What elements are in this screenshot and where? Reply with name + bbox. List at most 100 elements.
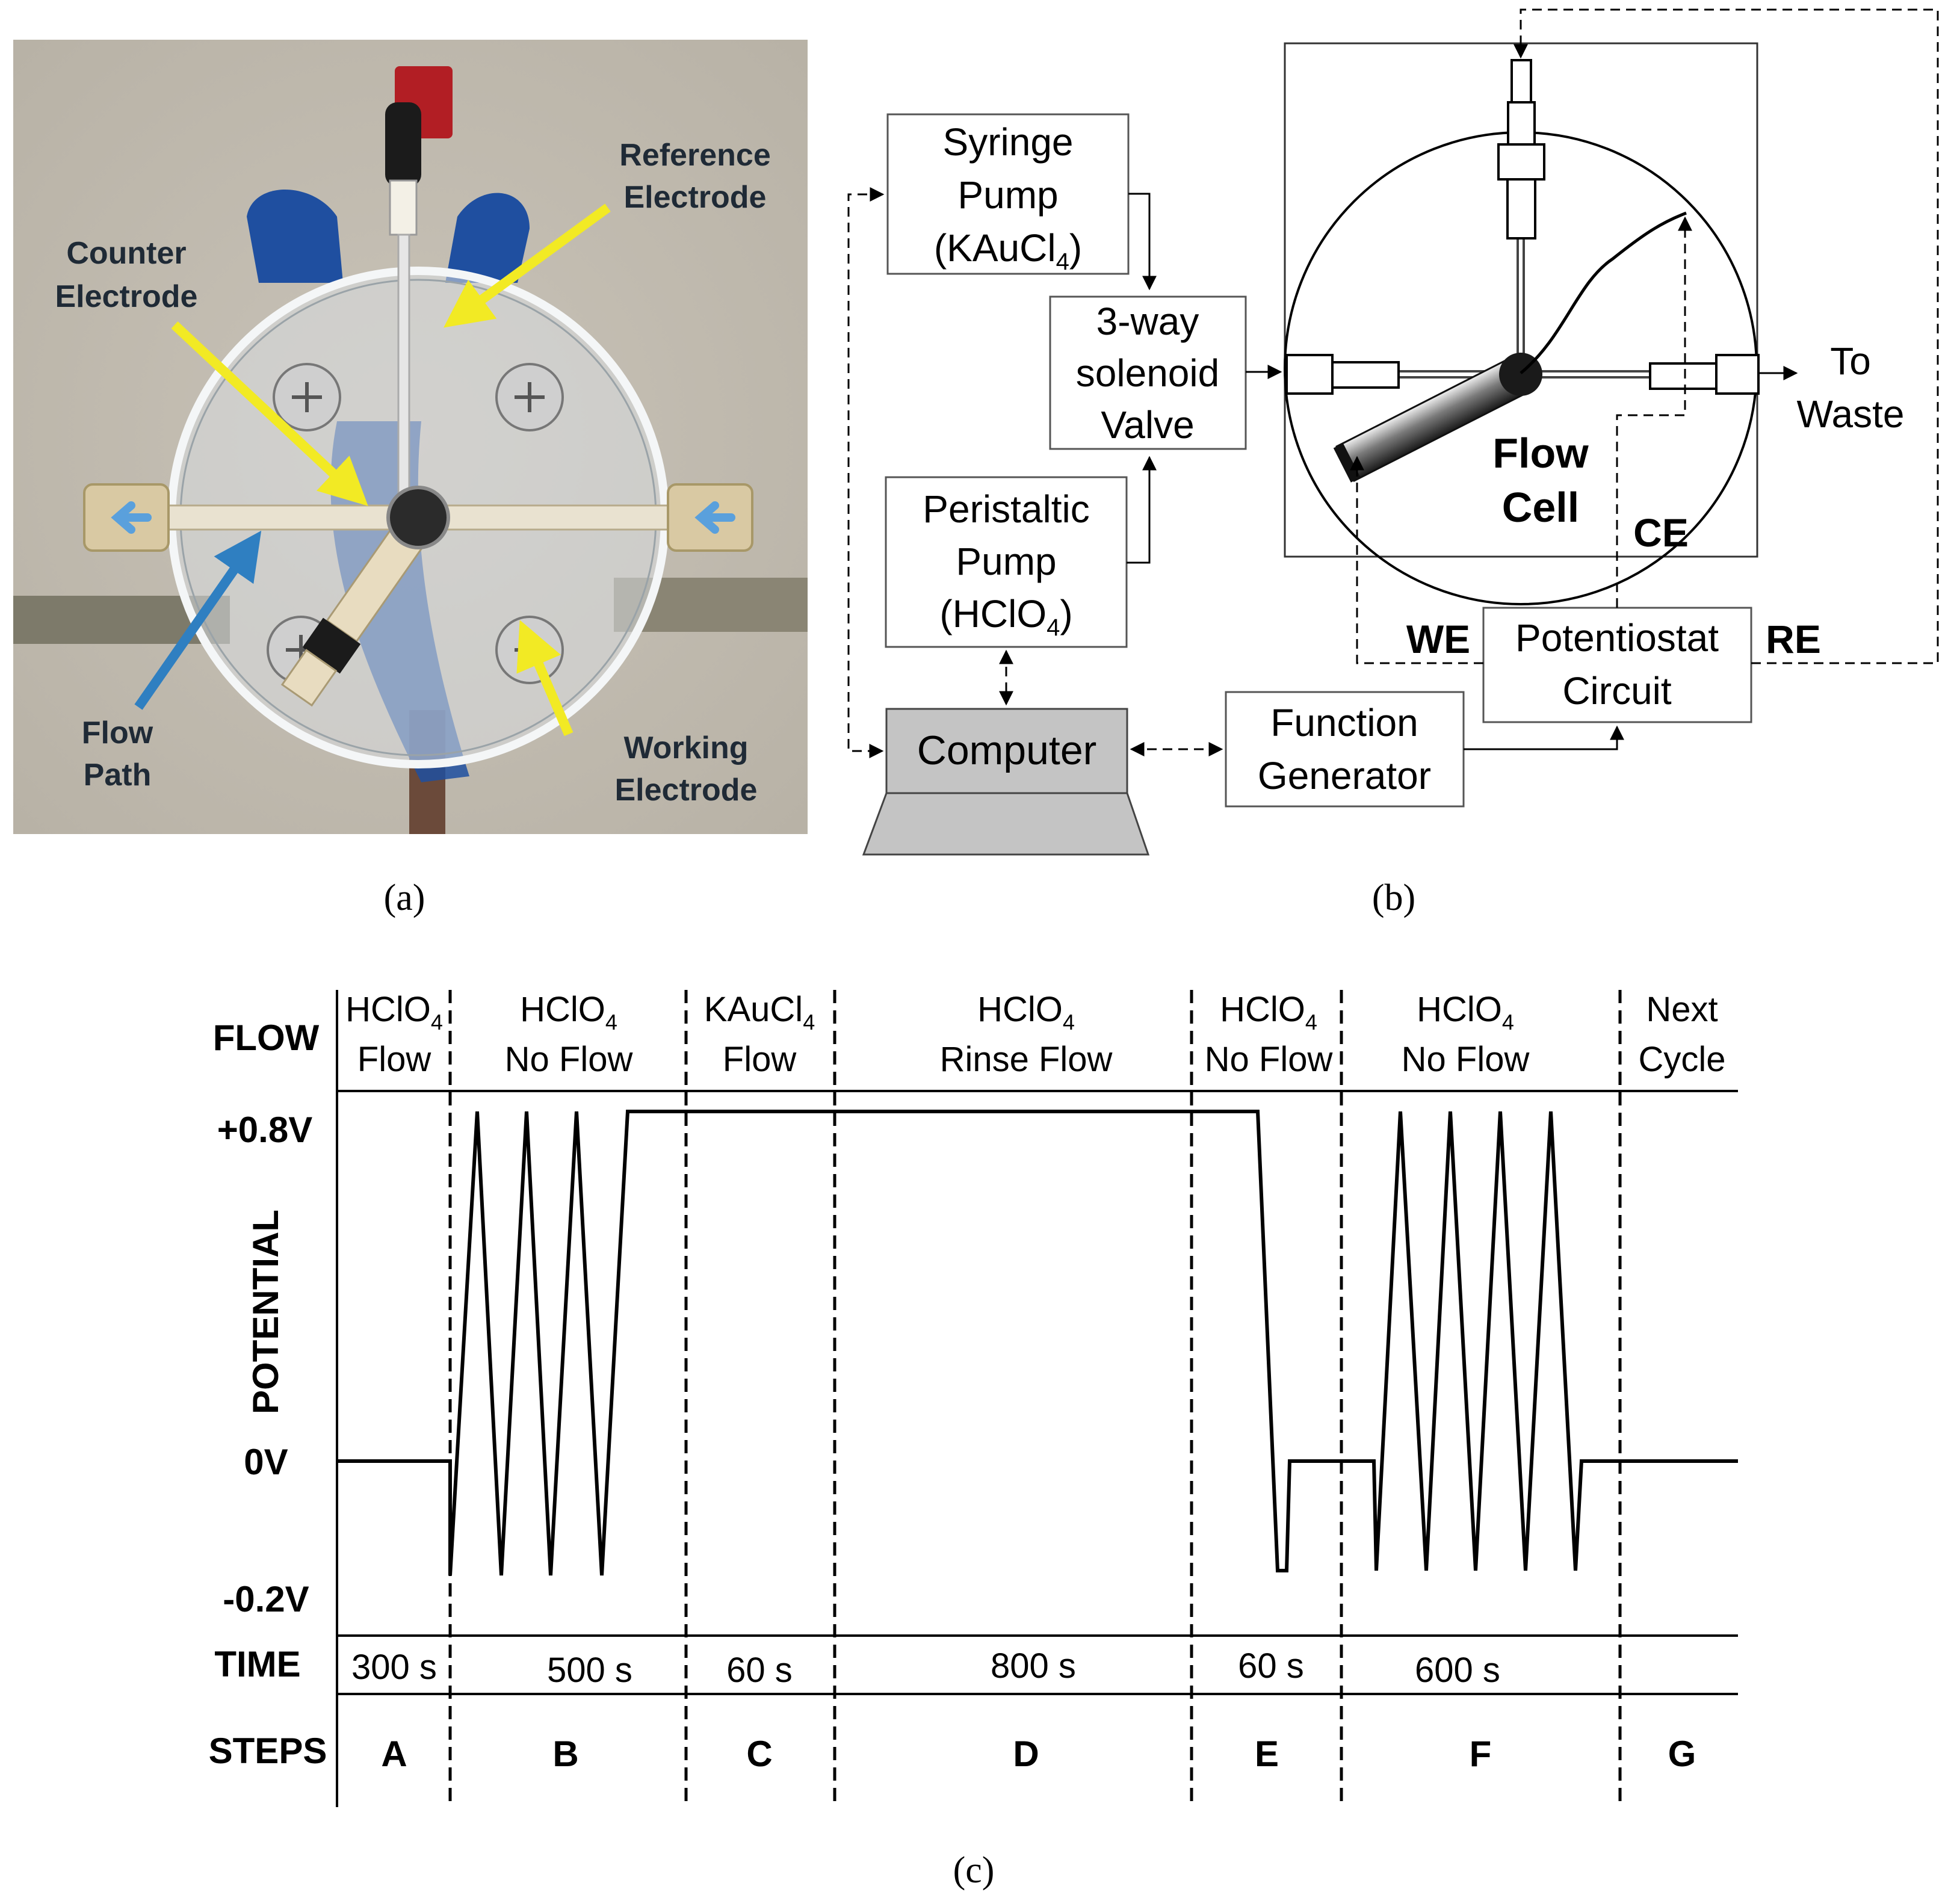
left-fitting-body (1331, 361, 1400, 389)
valve-line1: 3-way (1096, 300, 1199, 343)
flow-label-e-1: HClO4 (1220, 990, 1317, 1034)
panel-a-photo: Reference Electrode Counter Electrode Fl… (13, 40, 808, 834)
flow-label-a-2: Flow (357, 1040, 432, 1079)
computer-base (862, 792, 1150, 856)
flow-label-d-1: HClO4 (977, 990, 1075, 1034)
time-label-e: 60 s (1238, 1646, 1304, 1686)
time-label-d: 800 s (991, 1646, 1076, 1686)
step-label-c: C (746, 1734, 772, 1774)
phase-dividers (448, 990, 1622, 1807)
electrode-center-ring (386, 486, 450, 549)
reference-electrode-cap (385, 102, 421, 187)
computer-monitor (885, 708, 1128, 794)
time-label-a: 300 s (351, 1648, 437, 1687)
label-working-electrode-2: Electrode (615, 773, 758, 808)
ce-label: CE (1633, 510, 1689, 555)
to-waste-line2: Waste (1797, 392, 1905, 436)
re-label: RE (1766, 617, 1821, 661)
flow-arrow-left-icon (111, 501, 152, 534)
counter-arrow (171, 321, 368, 506)
blue-clamp-right (445, 193, 530, 283)
syringe-pump-line3: (KAuCl4) (934, 226, 1082, 275)
blue-clamp-left (247, 190, 343, 283)
screws (267, 363, 564, 684)
top-fitting-body (1506, 178, 1536, 240)
flow-path-arrow (134, 530, 262, 710)
row-label-steps: STEPS (209, 1731, 327, 1771)
label-counter-electrode-2: Electrode (55, 279, 198, 314)
flow-label-f-1: HClO4 (1417, 990, 1514, 1034)
flow-label-f-2: No Flow (1402, 1040, 1530, 1079)
row-label-time: TIME (214, 1644, 300, 1684)
caption-c: (c) (953, 1850, 995, 1891)
we-label: WE (1406, 617, 1470, 661)
valve-line2: solenoid (1076, 351, 1219, 395)
function-generator-line1: Function (1270, 701, 1418, 744)
label-reference-electrode-1: Reference (619, 138, 770, 173)
to-waste-line1: To (1830, 339, 1871, 383)
potentiostat-line1: Potentiostat (1515, 616, 1719, 660)
label-counter-electrode-1: Counter (66, 236, 186, 271)
step-label-b: B (552, 1734, 578, 1774)
step-label-f: F (1470, 1734, 1492, 1774)
caption-a: (a) (384, 877, 425, 918)
time-label-c: 60 s (726, 1651, 793, 1690)
dashed-connections (847, 8, 1939, 758)
y-tick-low: -0.2V (223, 1579, 309, 1619)
valve-line3: Valve (1101, 403, 1194, 447)
top-fitting-neck (1507, 101, 1536, 146)
step-label-a: A (381, 1734, 407, 1774)
flow-label-a-1: HClO4 (345, 990, 443, 1034)
flow-label-g-1: Next (1646, 990, 1718, 1029)
flow-label-d-2: Rinse Flow (940, 1040, 1113, 1079)
panel-c-timing-diagram: FLOW POTENTIAL TIME STEPS +0.8V 0V -0.2V… (209, 990, 1738, 1807)
solid-connections (1127, 193, 1798, 750)
working-arrow (516, 620, 574, 737)
caption-b: (b) (1372, 877, 1415, 918)
left-fitting-nut (1285, 354, 1334, 395)
peristaltic-pump-line1: Peristaltic (923, 487, 1089, 531)
flow-label-b-1: HClO4 (520, 990, 617, 1034)
label-flow-path-1: Flow (82, 716, 153, 750)
label-reference-electrode-2: Electrode (624, 180, 767, 215)
reference-electrode-stem (397, 233, 410, 495)
time-label-f: 600 s (1415, 1651, 1500, 1690)
valve-box (1049, 295, 1247, 450)
y-tick-zero: 0V (244, 1442, 288, 1482)
step-label-g: G (1668, 1734, 1696, 1774)
time-label-b: 500 s (547, 1651, 632, 1690)
row-label-flow: FLOW (213, 1018, 320, 1058)
flow-cell-line1: Flow (1492, 430, 1589, 477)
function-generator-box (1225, 691, 1465, 808)
syringe-pump-line2: Pump (957, 173, 1058, 217)
flow-label-e-2: No Flow (1205, 1040, 1334, 1079)
reference-arrow (444, 203, 611, 328)
top-fitting-nut (1497, 143, 1545, 181)
right-fitting-body (1649, 362, 1718, 390)
potential-waveform (337, 1110, 1738, 1576)
flow-label-b-2: No Flow (505, 1040, 634, 1079)
potentiostat-line2: Circuit (1562, 669, 1672, 712)
counter-electrode-wire (1520, 211, 1687, 374)
peristaltic-pump-line2: Pump (956, 540, 1056, 583)
segment-flow-labels: HClO4 Flow HClO4 No Flow KAuCl4 Flow HCl… (345, 990, 1725, 1079)
label-flow-path-2: Path (84, 758, 152, 793)
function-generator-line2: Generator (1258, 754, 1431, 797)
right-fitting-nut (1715, 354, 1760, 395)
panel-b-schematic: Syringe Pump (KAuCl4) 3-way solenoid Val… (847, 8, 1939, 856)
flow-cell-line2: Cell (1502, 484, 1579, 531)
reference-electrode-body (389, 179, 418, 236)
flow-label-c-2: Flow (723, 1040, 797, 1079)
segment-step-labels: A B C D E F G (381, 1734, 1696, 1774)
computer-label: Computer (917, 728, 1097, 773)
syringe-pump-line1: Syringe (943, 120, 1074, 164)
step-label-d: D (1013, 1734, 1039, 1774)
flow-arrow-right-icon (694, 501, 735, 534)
syringe-pump-box (886, 113, 1130, 275)
label-working-electrode-1: Working (623, 731, 748, 765)
flow-label-g-2: Cycle (1638, 1040, 1725, 1079)
row-label-potential: POTENTIAL (246, 1210, 286, 1414)
flow-label-c-1: KAuCl4 (704, 990, 815, 1034)
peristaltic-pump-box (885, 476, 1128, 648)
